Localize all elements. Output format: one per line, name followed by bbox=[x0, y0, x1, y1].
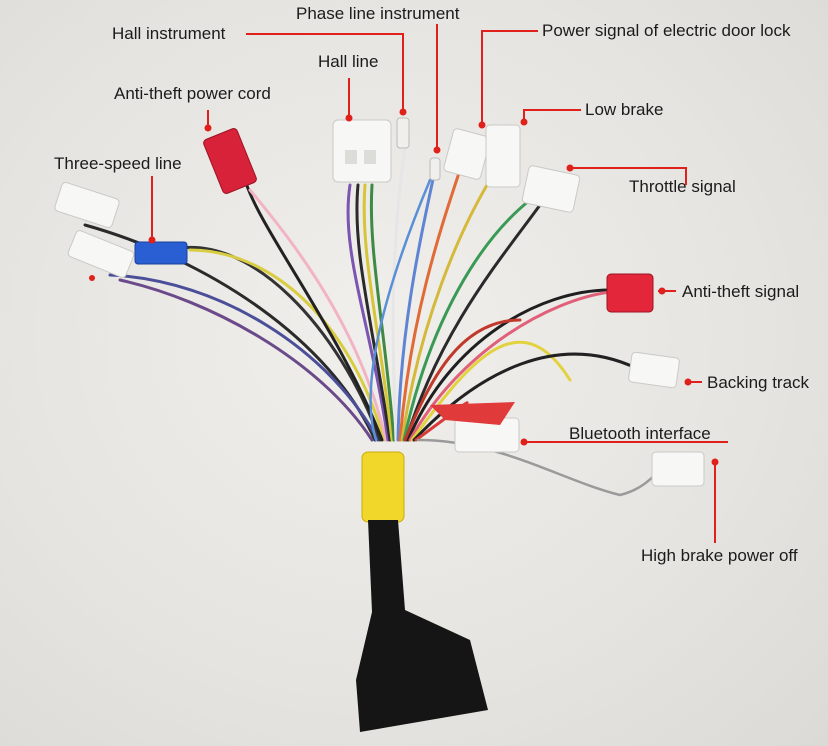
white-connector bbox=[396, 117, 410, 149]
wire bbox=[188, 248, 386, 442]
connector-slot bbox=[345, 150, 357, 164]
leader-low-brake bbox=[523, 109, 581, 122]
white-connector bbox=[332, 119, 392, 183]
wire bbox=[404, 203, 542, 442]
red-connector bbox=[203, 128, 257, 194]
label-anti-theft-signal: Anti-theft signal bbox=[682, 282, 800, 301]
white-connector bbox=[67, 230, 135, 278]
wire bbox=[108, 273, 380, 442]
white-connector bbox=[429, 157, 441, 181]
label-anti-theft-power-cord: Anti-theft power cord bbox=[114, 84, 271, 103]
wire bbox=[416, 438, 662, 497]
wire bbox=[403, 318, 522, 442]
wire bbox=[402, 198, 532, 442]
blue-connector bbox=[134, 241, 188, 265]
wire bbox=[396, 168, 437, 442]
leader-dot bbox=[89, 275, 95, 281]
white-connector bbox=[651, 451, 705, 487]
label-three-speed-line: Three-speed line bbox=[54, 154, 182, 173]
yellow-sleeve bbox=[361, 451, 405, 523]
wire bbox=[355, 183, 392, 442]
leader-dot bbox=[478, 121, 486, 129]
leader-hall-instrument bbox=[246, 33, 404, 112]
wire bbox=[346, 183, 390, 442]
leader-dot bbox=[566, 164, 574, 172]
label-bluetooth-interface: Bluetooth interface bbox=[569, 424, 711, 443]
leader-dot bbox=[204, 124, 212, 132]
label-low-brake: Low brake bbox=[585, 100, 664, 119]
wire bbox=[243, 178, 384, 442]
label-hall-instrument: Hall instrument bbox=[112, 24, 226, 43]
connector-slot bbox=[364, 150, 376, 164]
leader-dot bbox=[658, 287, 666, 295]
black-rubber-boot bbox=[356, 520, 488, 732]
wire-bundle bbox=[83, 143, 662, 497]
leader-dot bbox=[148, 236, 156, 244]
leader-dot bbox=[684, 378, 692, 386]
wire bbox=[400, 178, 492, 442]
wire bbox=[408, 290, 612, 442]
leader-dot bbox=[520, 438, 528, 446]
red-flag-tag bbox=[430, 402, 515, 425]
connectors bbox=[54, 117, 705, 487]
wire bbox=[369, 183, 396, 442]
white-connector bbox=[628, 351, 680, 389]
label-high-brake-power-off: High brake power off bbox=[641, 546, 798, 565]
label-throttle-signal: Throttle signal bbox=[629, 177, 736, 196]
leader-throttle bbox=[570, 167, 687, 185]
wire bbox=[369, 178, 432, 442]
wire bbox=[362, 183, 394, 442]
leader-dot bbox=[520, 118, 528, 126]
label-phase-line-instrument: Phase line instrument bbox=[296, 4, 460, 23]
white-connector bbox=[443, 128, 491, 180]
white-connector bbox=[485, 124, 521, 188]
wire bbox=[406, 288, 612, 442]
white-connector bbox=[54, 182, 120, 228]
label-backing-track: Backing track bbox=[707, 373, 810, 392]
leader-dot bbox=[433, 146, 441, 154]
leader-lines bbox=[151, 24, 728, 543]
wire bbox=[248, 188, 388, 442]
leader-door-lock bbox=[481, 30, 538, 125]
red-connector bbox=[606, 273, 654, 313]
leader-dot bbox=[711, 458, 719, 466]
white-connector bbox=[521, 165, 581, 213]
label-power-signal-door-lock: Power signal of electric door lock bbox=[542, 21, 791, 40]
wire bbox=[391, 143, 407, 442]
leader-dot bbox=[345, 114, 353, 122]
label-hall-line: Hall line bbox=[318, 52, 379, 71]
leader-dot bbox=[399, 108, 407, 116]
leader-dots bbox=[89, 108, 719, 466]
wire bbox=[168, 246, 382, 442]
wire bbox=[398, 168, 462, 442]
wire bbox=[118, 278, 374, 442]
